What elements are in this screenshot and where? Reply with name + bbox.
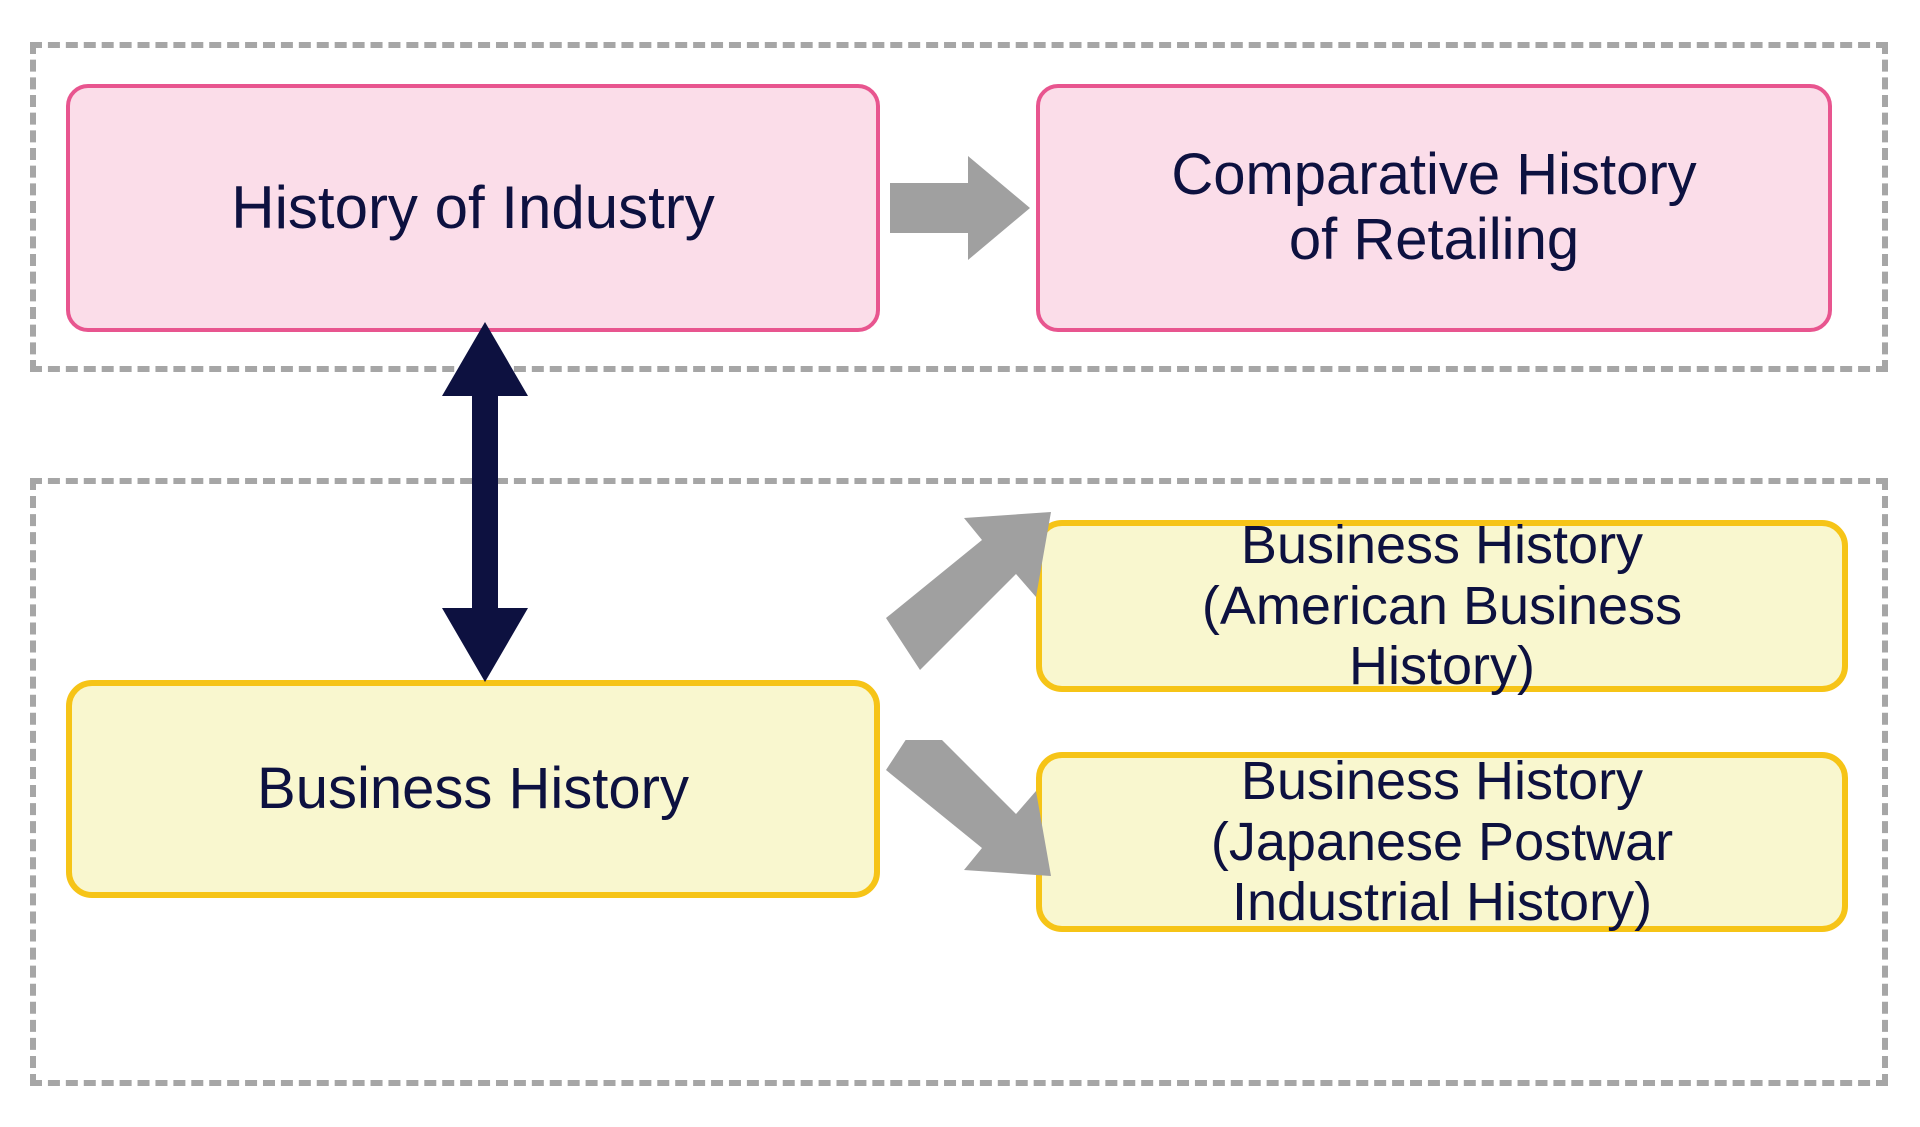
group-business-container bbox=[30, 478, 1888, 1086]
node-comparative-history-of-retailing[interactable]: Comparative History of Retailing bbox=[1036, 84, 1832, 332]
group-industry-container bbox=[30, 42, 1888, 372]
node-business-history-japanese[interactable]: Business History (Japanese Postwar Indus… bbox=[1036, 751, 1848, 932]
double-headed-vertical-arrow-icon bbox=[430, 322, 540, 682]
down-right-arrow-icon bbox=[886, 740, 1056, 940]
node-history-of-industry[interactable]: History of Industry bbox=[66, 84, 880, 332]
up-right-arrow-icon bbox=[886, 500, 1056, 700]
right-arrow-icon bbox=[890, 150, 1030, 266]
node-business-history-american[interactable]: Business History (American Business Hist… bbox=[1036, 515, 1848, 696]
node-business-history[interactable]: Business History bbox=[66, 680, 880, 898]
